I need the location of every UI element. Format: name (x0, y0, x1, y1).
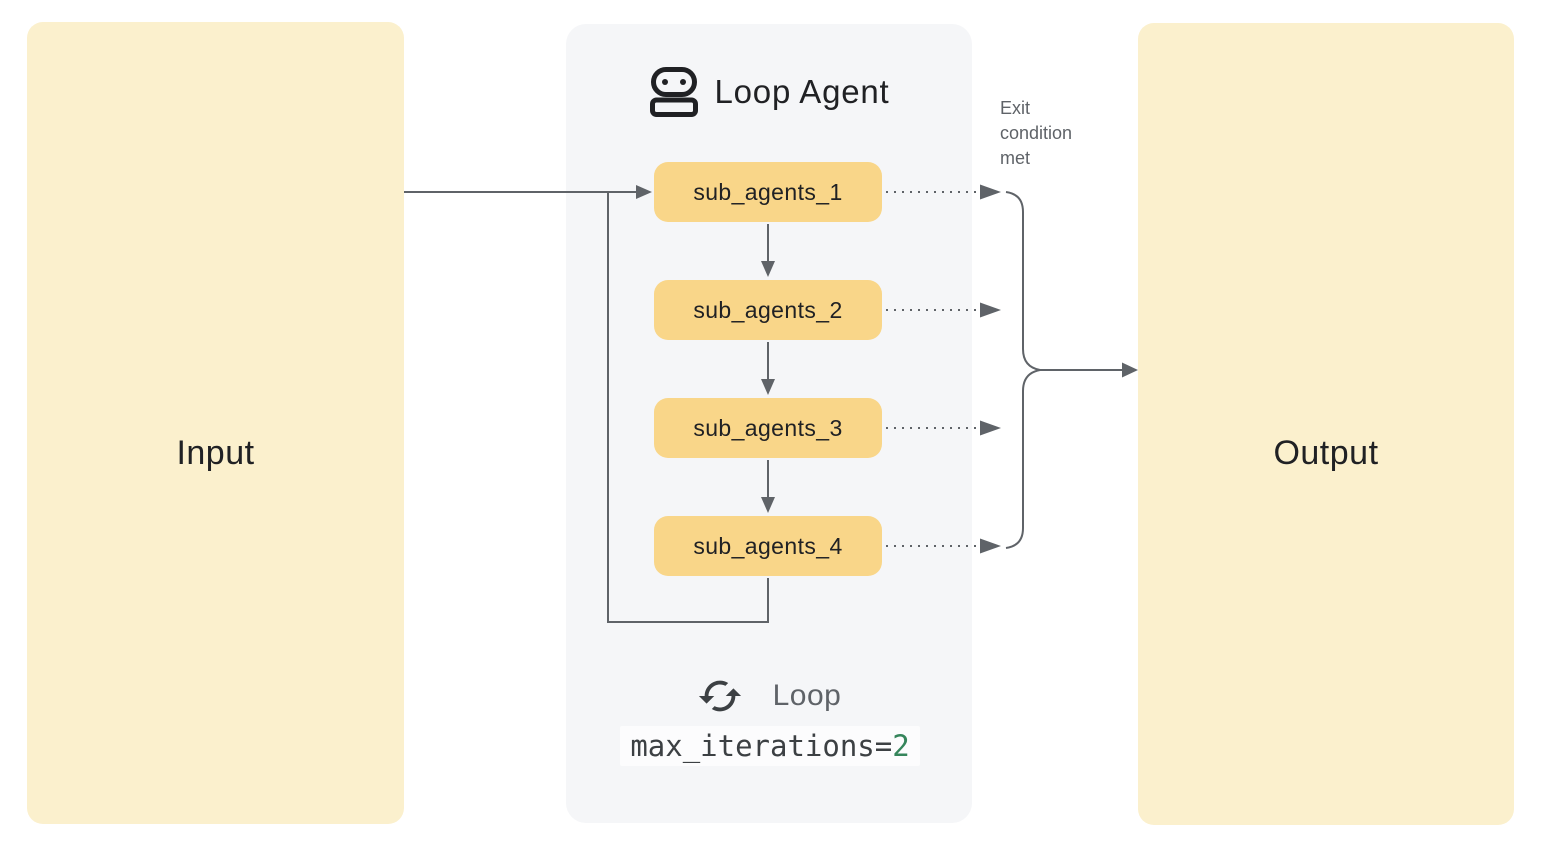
loop-agent-header: Loop Agent (566, 64, 972, 120)
loop-row: Loop (566, 672, 972, 720)
sub-agent-box-2: sub_agents_2 (654, 280, 882, 340)
sub-agent-box-4: sub_agents_4 (654, 516, 882, 576)
loop-label: Loop (772, 679, 842, 712)
exit-arrowhead-2 (980, 302, 1001, 318)
exit-arrowhead-4 (980, 538, 1001, 554)
output-arrowhead (1122, 362, 1138, 378)
input-label: Input (176, 434, 255, 472)
merge-brace (1005, 191, 1041, 549)
sync-loop-icon (697, 673, 743, 719)
loop-agent-title: Loop Agent (714, 73, 890, 110)
robot-icon (649, 66, 699, 118)
sub-agent-label-4: sub_agents_4 (693, 532, 843, 559)
sub-agent-label-2: sub_agents_2 (693, 296, 843, 323)
sub-agent-label-3: sub_agents_3 (693, 414, 843, 441)
output-label: Output (1273, 434, 1379, 472)
max-iterations-value: 2 (892, 729, 910, 763)
max-iterations-code: max_iterations=2 (620, 726, 920, 766)
sub-agent-box-3: sub_agents_3 (654, 398, 882, 458)
sub-agent-box-1: sub_agents_1 (654, 162, 882, 222)
exit-arrowhead-3 (980, 420, 1001, 436)
exit-arrowhead-1 (980, 184, 1001, 200)
max-iterations-prefix: max_iterations= (630, 729, 893, 763)
exit-condition-note: Exit condition met (1000, 98, 1073, 168)
output-box (1138, 23, 1514, 825)
sub-agent-label-1: sub_agents_1 (693, 178, 843, 205)
input-box (27, 22, 404, 824)
